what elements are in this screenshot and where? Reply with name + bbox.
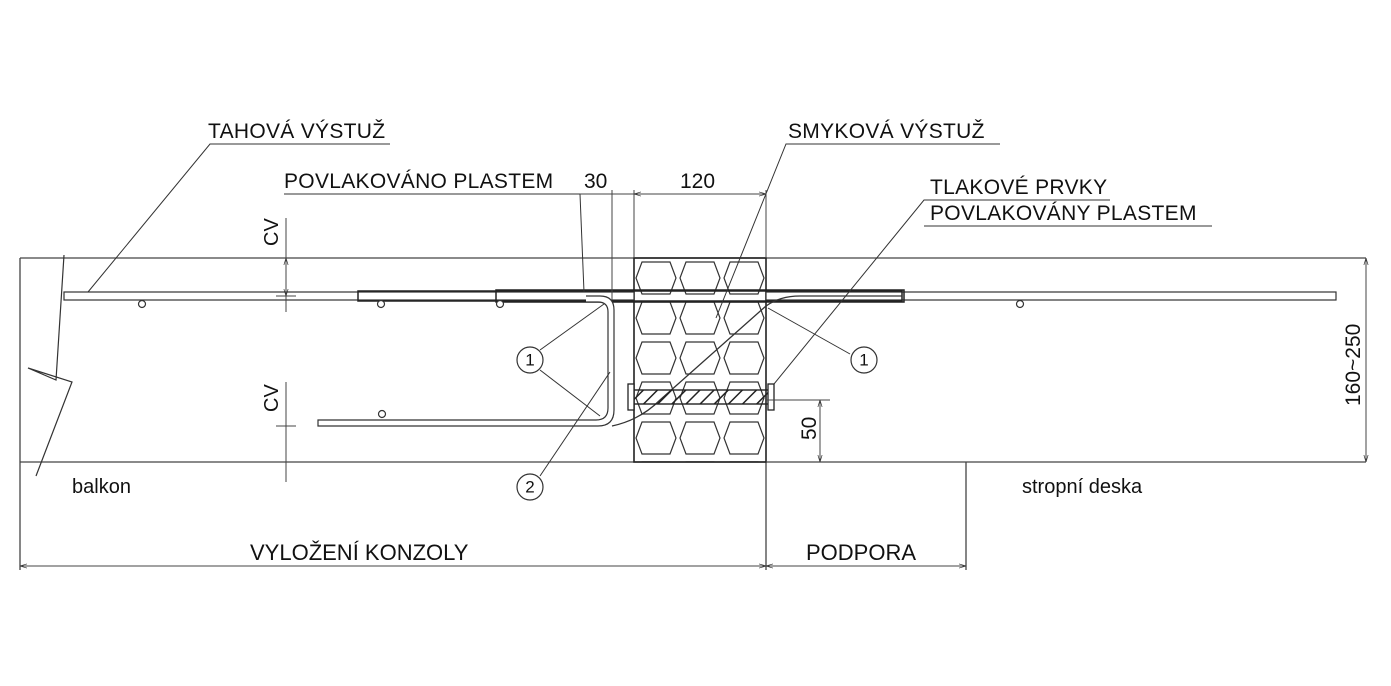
- marker-1-left: 1: [516, 346, 544, 374]
- longitudinal-bars: [137, 299, 1025, 419]
- compression-element: [627, 383, 775, 411]
- label-compression-elements-1: TLAKOVÉ PRVKY: [930, 176, 1107, 199]
- dim-offset: 30: [584, 170, 607, 193]
- shear-bar-diagonal: [611, 295, 902, 427]
- label-tension-reinforcement: TAHOVÁ VÝSTUŽ: [208, 120, 385, 143]
- marker-2-text: 2: [525, 478, 534, 497]
- dim-insulation-width: 120: [680, 170, 715, 193]
- label-shear-reinforcement: SMYKOVÁ VÝSTUŽ: [788, 120, 985, 143]
- tension-bar-balcony: [63, 291, 635, 301]
- dim-cover-bottom: CV: [261, 384, 283, 412]
- dimension-lines: [20, 190, 1366, 566]
- tension-bar-slab: [765, 291, 1337, 301]
- marker-2: 2: [516, 473, 544, 501]
- break-line: [27, 254, 73, 477]
- label-plastic-coated: POVLAKOVÁNO PLASTEM: [284, 170, 553, 193]
- shear-bar-left: [317, 295, 615, 427]
- insulation-block: [633, 257, 767, 463]
- dim-slab-thickness: 160~250: [1342, 324, 1365, 406]
- marker-1-left-text: 1: [525, 351, 534, 370]
- leaders: [87, 143, 1212, 477]
- label-balcony: balkon: [72, 476, 131, 498]
- label-support: PODPORA: [806, 540, 916, 565]
- dim-compression-height: 50: [798, 417, 821, 440]
- label-compression-elements-2: POVLAKOVÁNY PLASTEM: [930, 202, 1197, 225]
- marker-1-right-text: 1: [859, 351, 868, 370]
- dim-cover-top: CV: [261, 218, 283, 246]
- label-cantilever-span: VYLOŽENÍ KONZOLY: [250, 540, 469, 565]
- label-floor-slab: stropní deska: [1022, 476, 1143, 498]
- marker-1-right: 1: [850, 346, 878, 374]
